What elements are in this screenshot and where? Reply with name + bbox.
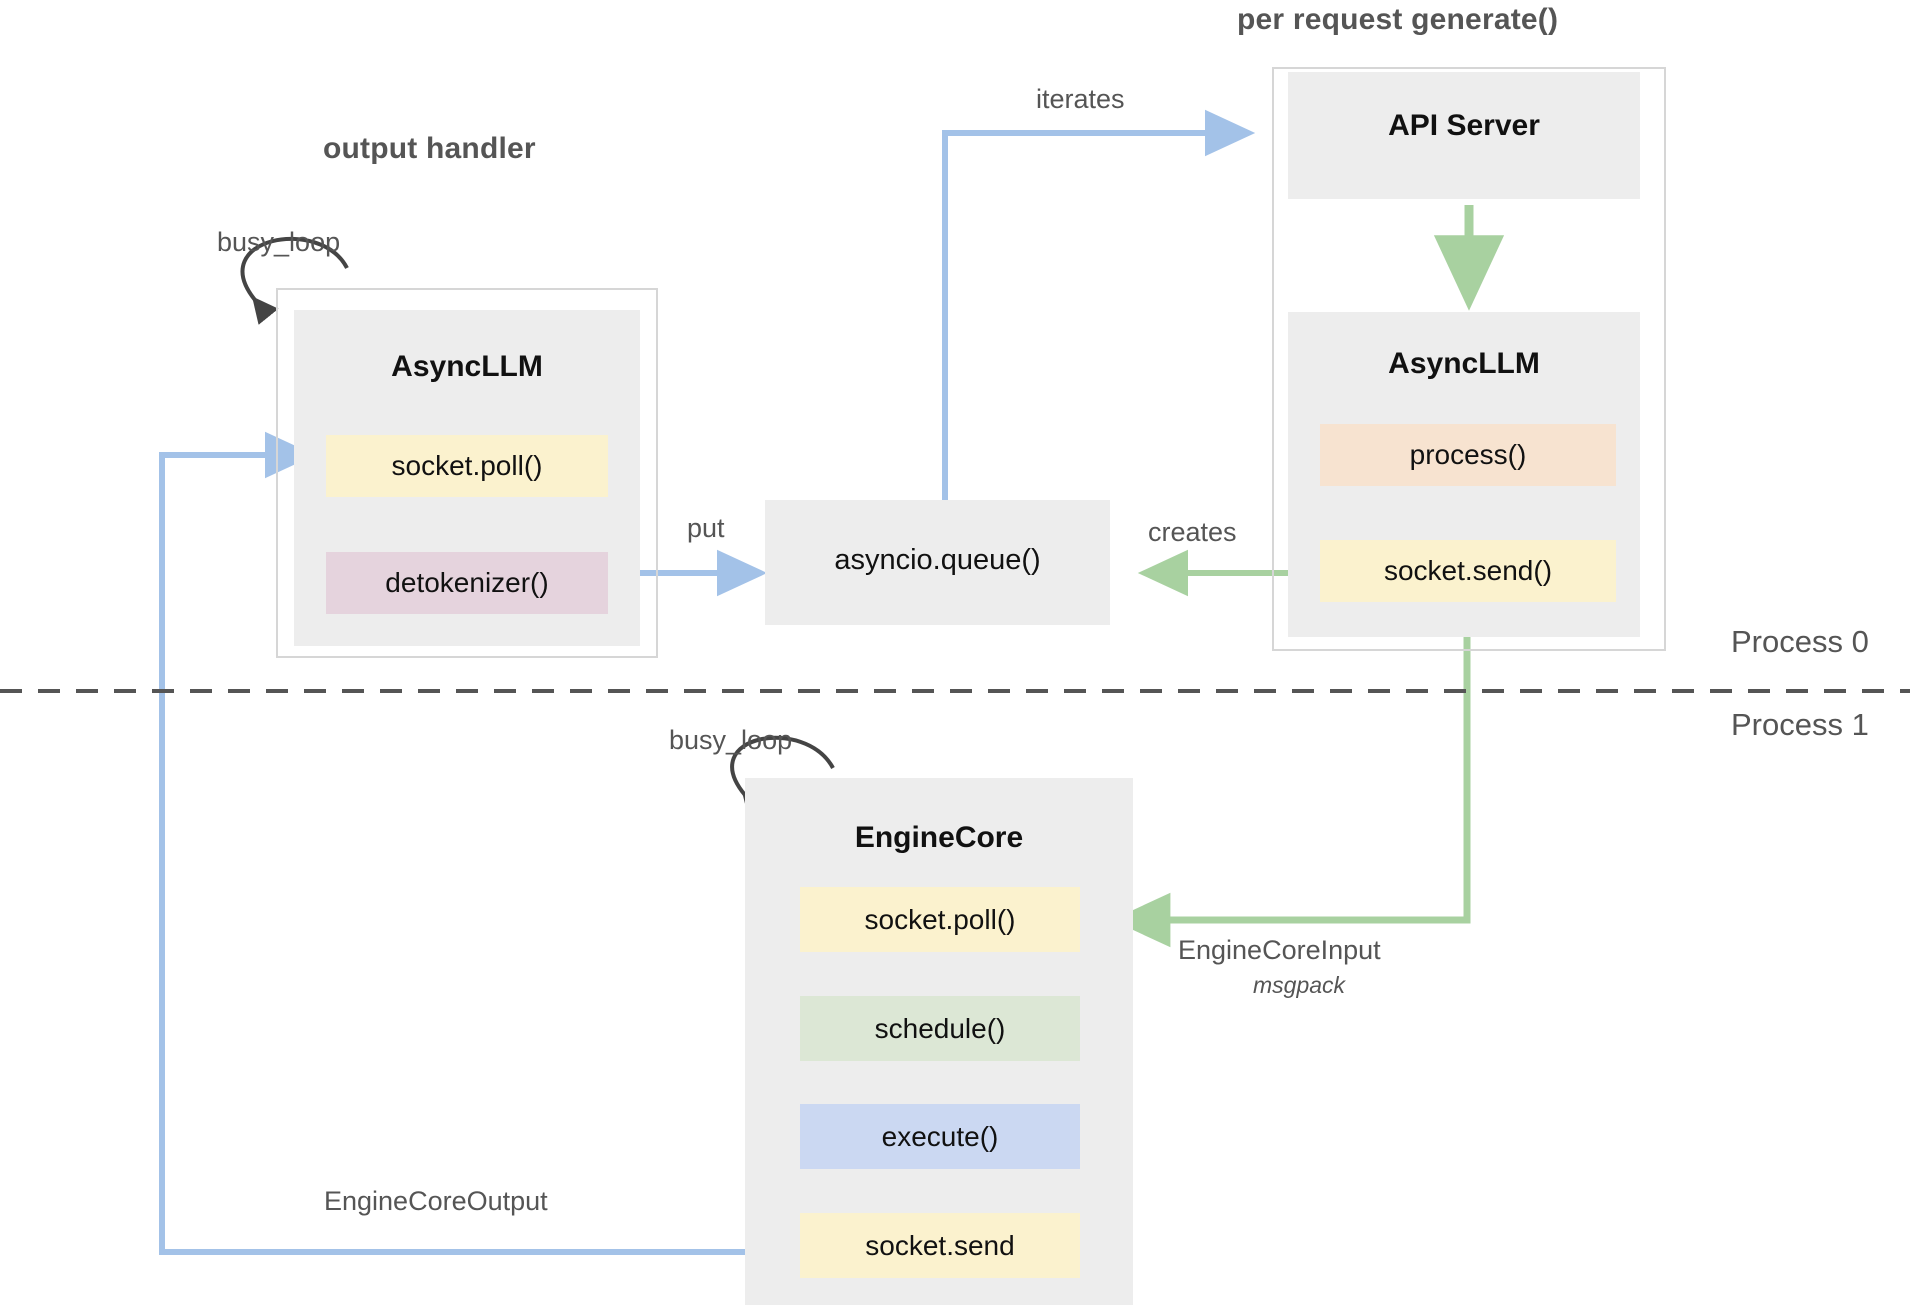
process-label-bottom: Process 1 [1731,707,1869,742]
label-engine-core-input-sub: msgpack [1253,972,1346,998]
node-title-async-llm-right: AsyncLLM [1388,347,1540,380]
chip-execute: execute() [800,1104,1080,1169]
node-title-async-llm-left: AsyncLLM [391,350,543,383]
chip-label: detokenizer() [385,567,549,598]
label-engine-core-input: EngineCoreInput [1178,935,1381,965]
node-asyncio-queue: asyncio.queue() [765,500,1110,625]
chip-label: execute() [881,1120,999,1152]
caption-per-request-generate: per request generate() [1237,3,1559,36]
node-async-llm-left: AsyncLLM socket.poll() detokenizer() [294,310,640,646]
process-label-top: Process 0 [1731,624,1869,659]
node-engine-core: EngineCore socket.poll() schedule() exec… [745,778,1133,1305]
chip-label: process() [1409,439,1527,470]
chip-detokenizer: detokenizer() [326,552,608,614]
node-title-engine-core: EngineCore [854,821,1024,854]
edge-iterates [942,109,1256,505]
chip-label: socket.poll() [391,450,543,481]
group-frame-output-handler [276,288,658,658]
chip-schedule: schedule() [800,996,1080,1061]
node-async-llm-right: AsyncLLM process() socket.send() [1288,312,1640,637]
label-put: put [687,513,725,543]
label-iterates: iterates [1036,84,1125,114]
chip-label: socket.poll() [864,903,1016,935]
chip-socket-send-right: socket.send() [1320,540,1616,602]
group-frame-per-request-generate [1272,67,1666,651]
chip-label: socket.send() [1383,555,1553,586]
label-creates: creates [1148,517,1237,547]
chip-socket-send-engine: socket.send [800,1213,1080,1278]
label-busy-loop-bottom: busy_loop [669,725,793,755]
label-busy-loop-left: busy_loop [217,227,341,257]
chip-label: schedule() [874,1012,1006,1044]
chip-socket-poll-left: socket.poll() [326,435,608,497]
caption-output-handler: output handler [323,132,536,165]
chip-label: socket.send [865,1229,1015,1261]
node-api-server: API Server [1288,72,1640,199]
node-title-asyncio-queue: asyncio.queue() [834,544,1041,576]
chip-socket-poll-engine: socket.poll() [800,887,1080,952]
node-title-api-server: API Server [1388,109,1540,142]
chip-process: process() [1320,424,1616,486]
label-engine-core-output: EngineCoreOutput [324,1186,548,1216]
